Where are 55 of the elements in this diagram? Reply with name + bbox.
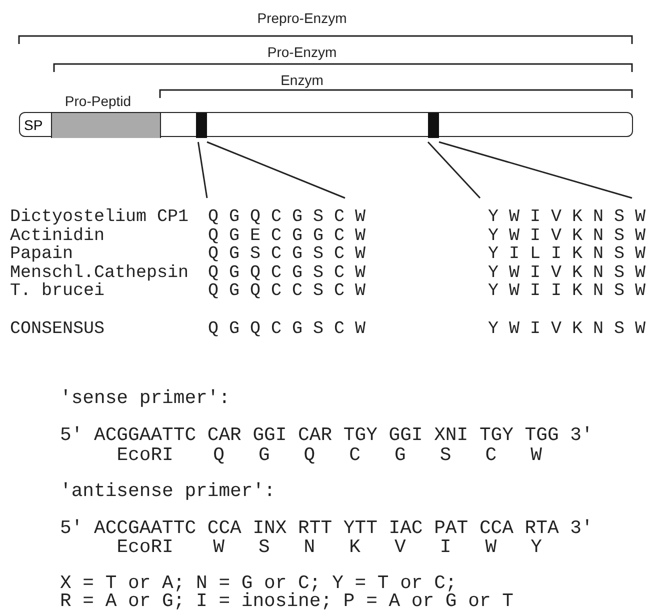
sequence-motif: Y W I V K N S W — [488, 228, 646, 246]
amino-acid-letter: I — [440, 538, 452, 556]
primer-sequence: 5' ACGGAATTC CAR GGI CAR TGY GGI XNI TGY TGG 3' — [60, 426, 593, 444]
code-legend-text: X = T or A; N = G or C; Y = T or C; — [60, 574, 457, 592]
amino-acid-letter: N — [304, 538, 316, 556]
sequence-motif: Y W I I K N S W — [488, 283, 646, 301]
species-name: T. brucei — [10, 283, 105, 301]
sequence-motif: Q G Q C G S C W — [208, 209, 366, 227]
leader-line — [197, 142, 208, 198]
amino-acid-letter: Y — [530, 538, 542, 556]
amino-acid-letter: W — [485, 538, 497, 556]
motif-band — [196, 113, 207, 138]
amino-acid-letter: K — [349, 538, 360, 556]
primer-heading: 'antisense primer': — [60, 482, 276, 500]
restriction-site-label: EcoRI — [116, 538, 174, 556]
amino-acid-letter: S — [258, 538, 270, 556]
motif-band — [428, 113, 439, 138]
amino-acid-letter: V — [394, 538, 406, 556]
sequence-motif: Q G Q C G S C W — [208, 265, 366, 283]
leader-line — [427, 142, 481, 198]
segment-label: SP — [24, 117, 43, 133]
sequence-motif: Y W I V K N S W — [488, 265, 646, 283]
species-name: Dictyostelium CP1 — [10, 209, 189, 227]
leader-line — [438, 141, 632, 199]
amino-acid-letter: W — [530, 446, 542, 464]
primer-heading: 'sense primer': — [60, 388, 230, 408]
span-label: Enzym — [280, 73, 324, 87]
sequence-motif: Y W I V K N S W — [488, 321, 646, 339]
sequence-motif: Q G S C G S C W — [208, 246, 366, 264]
amino-acid-letter: W — [213, 538, 224, 556]
amino-acid-letter: G — [258, 446, 270, 464]
leader-line — [206, 141, 346, 199]
restriction-site-label: EcoRI — [116, 446, 174, 464]
species-name: CONSENSUS — [10, 321, 105, 339]
amino-acid-letter: Q — [213, 446, 224, 464]
amino-acid-letter: C — [485, 446, 497, 464]
protein-bar — [19, 112, 633, 137]
span-label: Prepro-Enzym — [257, 11, 347, 25]
amino-acid-letter: C — [349, 446, 360, 464]
amino-acid-letter: G — [394, 446, 406, 464]
amino-acid-letter: Q — [304, 446, 316, 464]
sequence-motif: Q G Q C C S C W — [208, 283, 366, 301]
primer-sequence: 5' ACCGAATTC CCA INX RTT YTT IAC PAT CCA RTA 3' — [60, 518, 593, 538]
code-legend-text: R = A or G; I = inosine; P = A or G or T — [60, 592, 514, 610]
species-name: Actinidin — [10, 228, 105, 246]
species-name: Menschl.Cathepsin — [10, 265, 189, 283]
pro-peptide-segment — [52, 113, 161, 138]
sequence-motif: Q G Q C G S C W — [208, 321, 366, 339]
span-label: Pro-Enzym — [267, 45, 337, 59]
sequence-motif: Y W I V K N S W — [488, 209, 646, 227]
sequence-motif: Q G E C G G C W — [208, 228, 366, 246]
sequence-motif: Y I L I K N S W — [488, 246, 646, 264]
segment-label: Pro-Peptid — [64, 94, 132, 108]
amino-acid-letter: S — [440, 446, 452, 464]
species-name: Papain — [10, 246, 74, 264]
